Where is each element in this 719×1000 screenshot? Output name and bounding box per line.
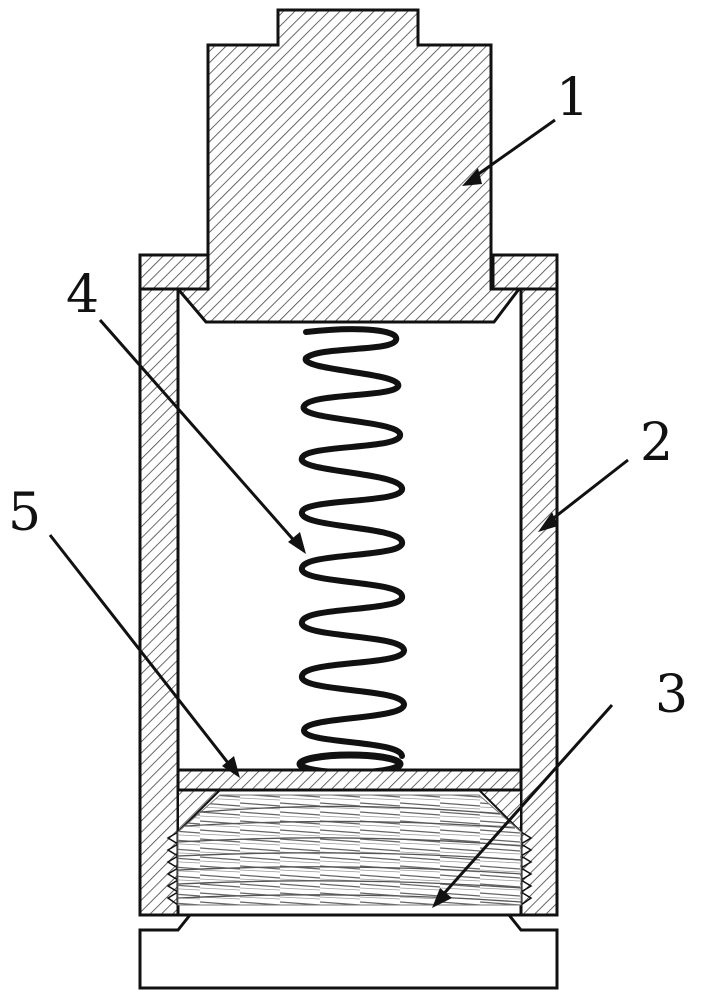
spring-part-4 [296,326,407,777]
callout-5: 5 [8,483,41,543]
callout-4: 4 [66,265,99,325]
housing-left-wall [138,253,180,917]
housing-top-right-flange [491,253,559,291]
spring-seat-part-5 [176,768,523,792]
callout-3: 3 [655,665,688,725]
callout-1: 1 [556,68,589,128]
plunger-part-1 [174,8,523,324]
housing-right-wall [519,253,559,917]
plunger-body [174,8,523,324]
callout-2: 2 [640,413,673,473]
threaded-plug-part-3 [177,794,522,906]
leader-lines [48,118,629,908]
base-foot [138,913,559,990]
housing-top-left-flange [138,253,210,291]
